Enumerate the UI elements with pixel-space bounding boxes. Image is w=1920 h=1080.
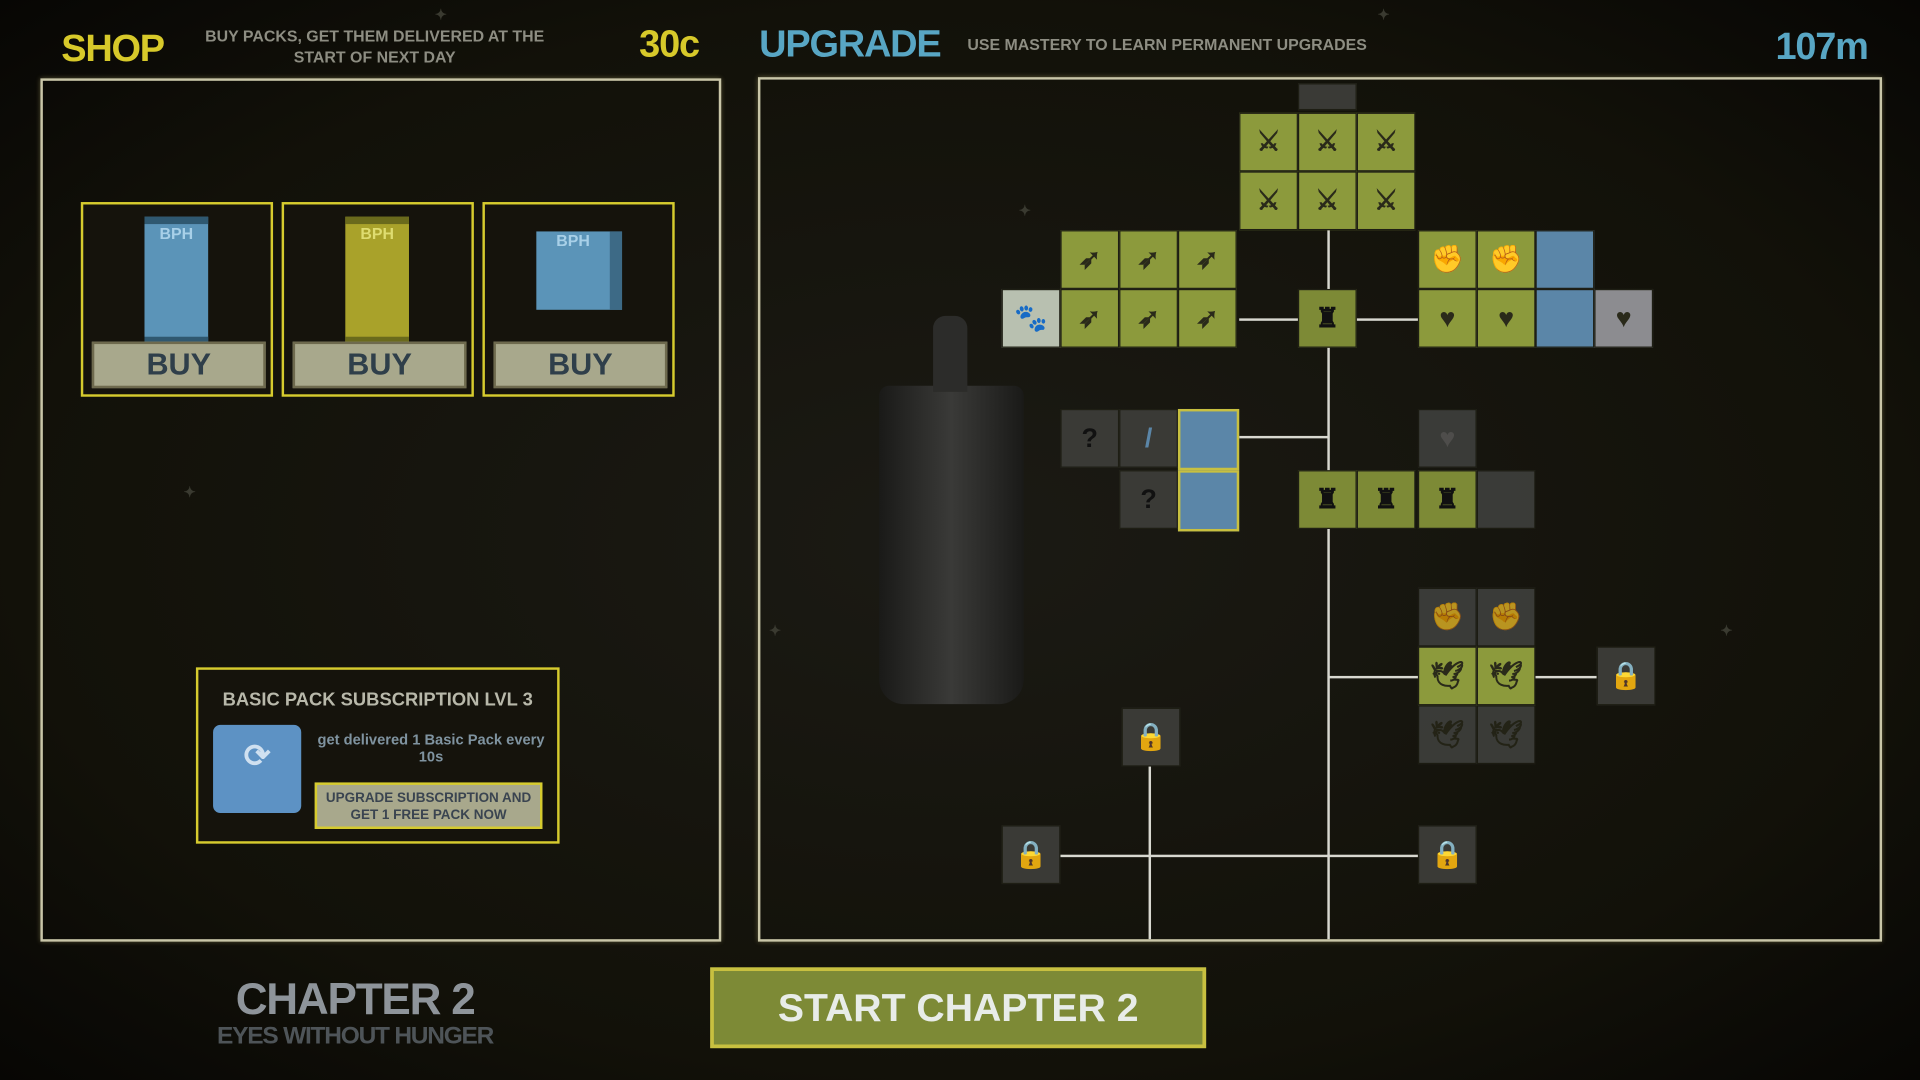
upgrade-node-tower[interactable]: ♜ xyxy=(1356,470,1416,529)
upgrade-node-bird[interactable]: 🕊 xyxy=(1417,646,1477,706)
subscription-box: BASIC PACK SUBSCRIPTION LVL 3 ⟳ get deli… xyxy=(195,667,560,844)
upgrade-node-beast[interactable]: 🐾 xyxy=(1001,288,1061,348)
upgrade-node-small[interactable] xyxy=(1297,83,1357,111)
pack-icon: BPH xyxy=(345,216,409,345)
tower-silhouette xyxy=(879,385,1024,705)
upgrade-node-heart-locked[interactable]: ♥ xyxy=(1417,408,1477,468)
start-chapter-button[interactable]: START CHAPTER 2 xyxy=(710,967,1207,1049)
upgrade-node-pack-card[interactable] xyxy=(1177,408,1240,471)
tree-line xyxy=(1328,675,1418,679)
upgrade-node-pack[interactable] xyxy=(1535,288,1595,348)
upgrade-node-tower[interactable]: ♜ xyxy=(1297,470,1357,529)
upgrade-node-warrior[interactable]: ⚔ xyxy=(1356,112,1416,172)
upgrade-node-tower-heart[interactable]: ♜ xyxy=(1297,288,1357,348)
tree-line xyxy=(1356,318,1418,321)
upgrade-node-sword-dim[interactable]: / xyxy=(1119,408,1178,468)
upgrade-node-locked[interactable] xyxy=(1476,470,1536,529)
upgrade-node-fist[interactable]: ✊ xyxy=(1417,230,1477,289)
upgrade-node-archer[interactable]: ➶ xyxy=(1060,230,1120,289)
upgrade-node-archer[interactable]: ➶ xyxy=(1177,230,1237,289)
lock-icon[interactable]: 🔒 xyxy=(1417,825,1477,885)
lock-icon[interactable]: 🔒 xyxy=(1121,707,1181,767)
buy-button[interactable]: BUY xyxy=(493,341,668,389)
upgrade-node-pack-card[interactable] xyxy=(1177,470,1240,532)
upgrade-node-unknown[interactable]: ? xyxy=(1119,470,1178,529)
upgrade-node-fist-locked[interactable]: ✊ xyxy=(1417,587,1477,647)
upgrade-node-unknown[interactable]: ? xyxy=(1060,408,1120,468)
upgrade-node-archer[interactable]: ➶ xyxy=(1177,288,1237,348)
upgrade-node-fist[interactable]: ✊ xyxy=(1476,230,1536,289)
tree-line xyxy=(1239,318,1298,321)
upgrade-description: USE MASTERY TO LEARN PERMANENT UPGRADES xyxy=(967,35,1367,54)
lock-icon[interactable]: 🔒 xyxy=(1596,646,1656,706)
upgrade-panel xyxy=(757,77,1883,942)
upgrade-node-bird[interactable]: 🕊 xyxy=(1476,646,1536,706)
upgrade-node-pack[interactable] xyxy=(1535,230,1595,289)
tree-line xyxy=(1060,854,1418,858)
upgrade-node-bird-locked[interactable]: 🕊 xyxy=(1417,705,1477,765)
upgrade-node-tower[interactable]: ♜ xyxy=(1417,470,1477,529)
upgrade-node-warrior[interactable]: ⚔ xyxy=(1239,171,1298,231)
upgrade-node-archer[interactable]: ➶ xyxy=(1119,288,1178,348)
upgrade-node-bird-locked[interactable]: 🕊 xyxy=(1476,705,1536,765)
subscription-text: get delivered 1 Basic Pack every 10s xyxy=(317,731,545,766)
chapter-title: CHAPTER 2 xyxy=(235,973,476,1024)
coin-balance: 30c xyxy=(639,22,700,65)
upgrade-node-warrior[interactable]: ⚔ xyxy=(1297,112,1357,172)
upgrade-node-creature-heart[interactable]: ♥ xyxy=(1594,288,1654,348)
tree-line xyxy=(1327,230,1330,940)
pack-icon: BPH xyxy=(144,216,209,345)
upgrade-node-archer[interactable]: ➶ xyxy=(1060,288,1120,348)
upgrade-node-heart[interactable]: ♥ xyxy=(1476,288,1536,348)
upgrade-title: UPGRADE xyxy=(759,22,941,65)
upgrade-subscription-button[interactable]: UPGRADE SUBSCRIPTION AND GET 1 FREE PACK… xyxy=(314,782,543,829)
tower-spire xyxy=(933,315,968,392)
tree-line xyxy=(1535,675,1597,679)
tree-line xyxy=(1148,766,1152,940)
shop-panel xyxy=(40,78,722,942)
chapter-subtitle: EYES WITHOUT HUNGER xyxy=(217,1022,494,1050)
subscription-title: BASIC PACK SUBSCRIPTION LVL 3 xyxy=(222,689,533,711)
tree-line xyxy=(1239,435,1329,439)
upgrade-node-heart[interactable]: ♥ xyxy=(1417,288,1477,348)
lock-icon[interactable]: 🔒 xyxy=(1001,825,1061,885)
subscription-icon: ⟳ xyxy=(213,724,302,814)
upgrade-node-warrior[interactable]: ⚔ xyxy=(1239,112,1298,172)
shop-description: BUY PACKS, GET THEM DELIVERED AT THE STA… xyxy=(205,26,545,67)
shop-title: SHOP xyxy=(61,26,165,70)
pack-card-2[interactable]: BPH BUY xyxy=(281,202,474,397)
upgrade-node-warrior[interactable]: ⚔ xyxy=(1297,171,1357,231)
upgrade-node-archer[interactable]: ➶ xyxy=(1119,230,1178,289)
buy-button[interactable]: BUY xyxy=(292,341,467,389)
upgrade-node-fist-locked[interactable]: ✊ xyxy=(1476,587,1536,647)
buy-button[interactable]: BUY xyxy=(91,341,266,389)
upgrade-node-warrior[interactable]: ⚔ xyxy=(1356,171,1416,231)
pack-card-1[interactable]: BPH BUY xyxy=(80,202,274,397)
pack-box-icon: BPH xyxy=(536,231,623,310)
pack-card-3[interactable]: BPH BUY xyxy=(482,202,675,397)
mastery-balance: 107m xyxy=(1775,24,1869,68)
